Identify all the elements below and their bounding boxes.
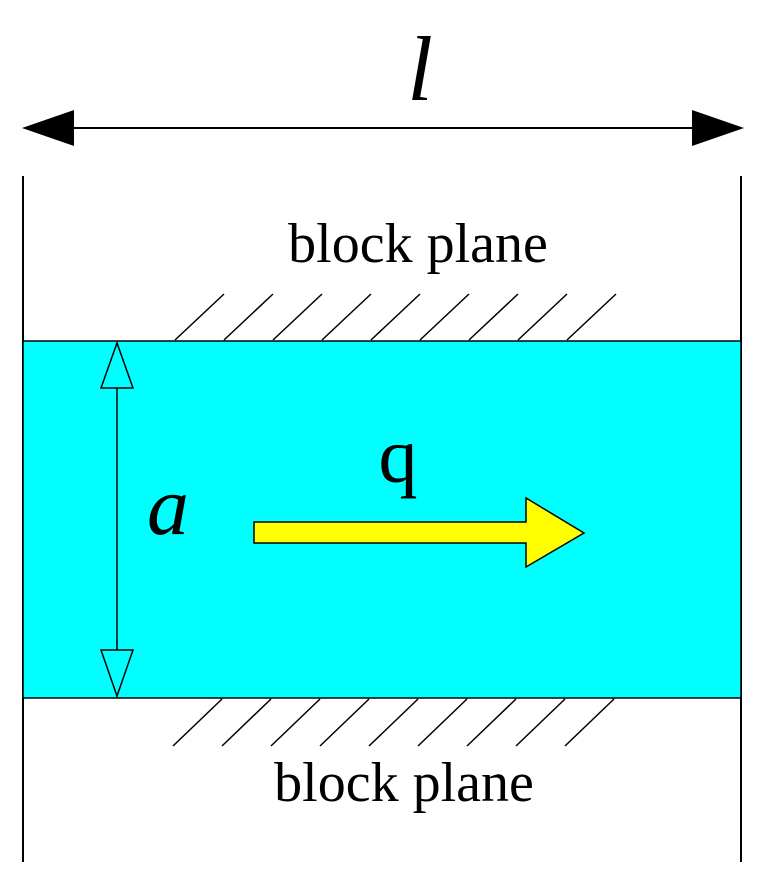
height-arrow-top-head (99, 340, 135, 389)
length-arrow-left-head (22, 110, 74, 146)
bottom-block-plane-label: block plane (274, 752, 534, 814)
length-label: l (407, 18, 433, 120)
top-block-plane-label: block plane (288, 213, 548, 275)
height-arrow-bottom-head (99, 649, 135, 699)
height-dimension-arrow (99, 340, 135, 699)
length-arrow-right-head (692, 110, 744, 146)
bottom-plane-hatching (172, 698, 615, 747)
fluid-channel (22, 340, 742, 699)
top-plane-hatching (174, 293, 617, 341)
flow-label: q (379, 412, 418, 499)
flow-arrow (253, 496, 586, 569)
length-dimension-arrow (22, 110, 744, 146)
height-label: a (147, 460, 189, 553)
